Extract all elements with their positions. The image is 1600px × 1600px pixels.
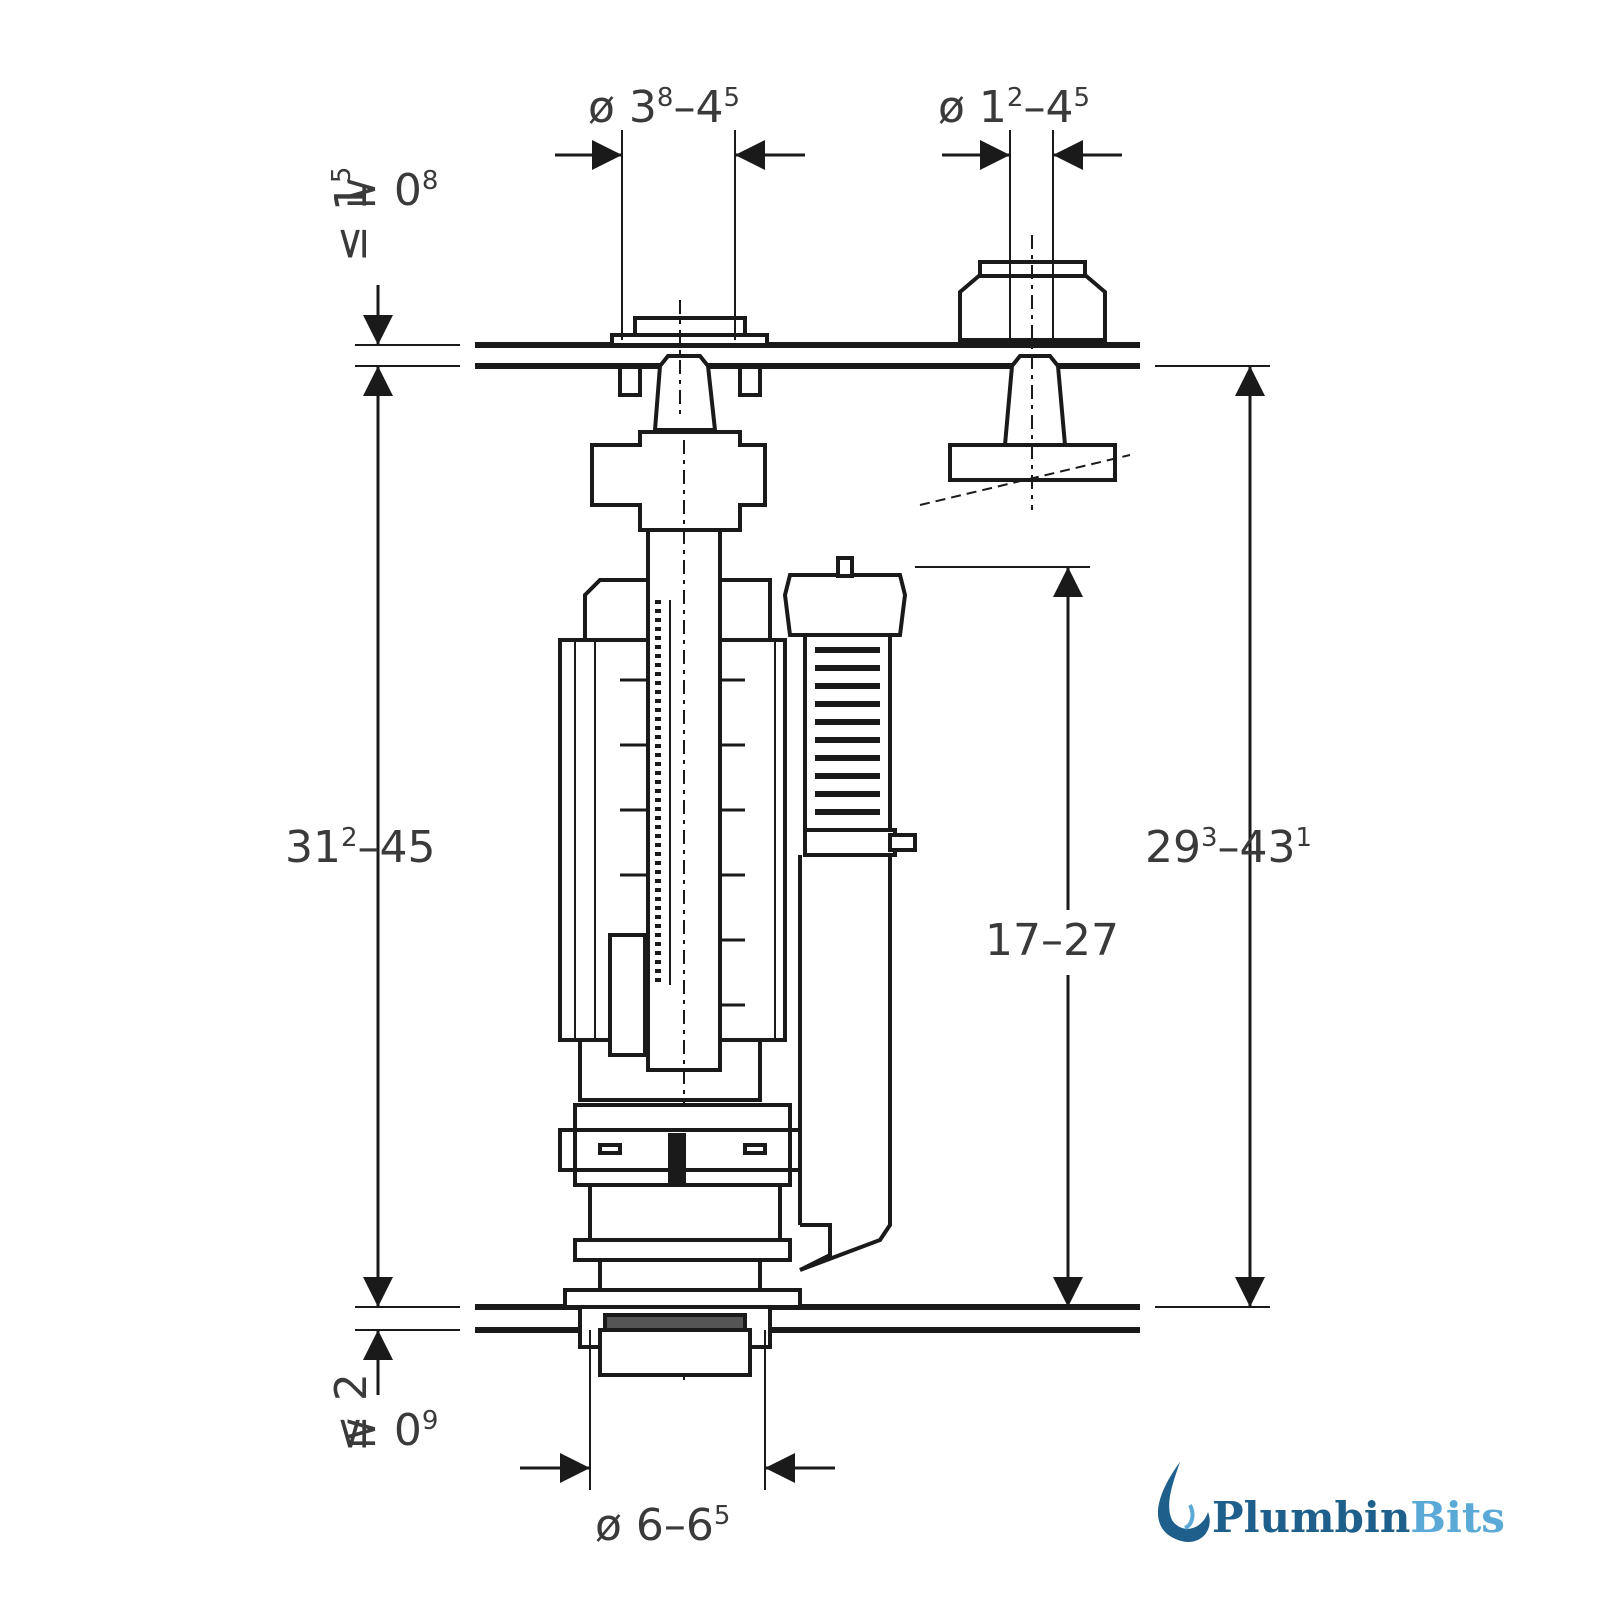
dim-label-bottom-gap-max: ≤ 2 xyxy=(326,1373,377,1452)
dim-label-bottom-diameter: ø 6–65 xyxy=(595,1500,730,1551)
inner-height-label-bg xyxy=(975,910,1150,975)
dim-label-top-gap-min: ≥ 08 xyxy=(343,165,438,216)
brand-logo: PlumbinBits xyxy=(1157,1462,1505,1542)
overflow-bellows xyxy=(782,556,917,1272)
water-drop-icon xyxy=(1157,1462,1210,1542)
top-plate xyxy=(355,342,1270,369)
flush-button-right xyxy=(919,235,1131,510)
dim-label-top-left-diameter: ø 38–45 xyxy=(588,82,740,133)
dim-label-left-height: 312–45 xyxy=(285,822,436,873)
flush-valve-body xyxy=(558,430,802,1380)
brand-name: PlumbinBits xyxy=(1212,1493,1505,1542)
flush-button-left xyxy=(610,300,769,432)
svg-text:≤ 15: ≤ 15 xyxy=(326,167,377,262)
bottom-plate xyxy=(355,1304,1270,1333)
dim-label-right-height: 293–431 xyxy=(1145,822,1312,873)
dim-label-inner-height: 17–27 xyxy=(985,915,1119,966)
dim-label-top-right-diameter: ø 12–45 xyxy=(938,82,1090,133)
dim-label-top-gap: ≤ 15 xyxy=(326,167,377,262)
dim-label-bottom-gap-min: ≥ 09 xyxy=(343,1405,438,1456)
